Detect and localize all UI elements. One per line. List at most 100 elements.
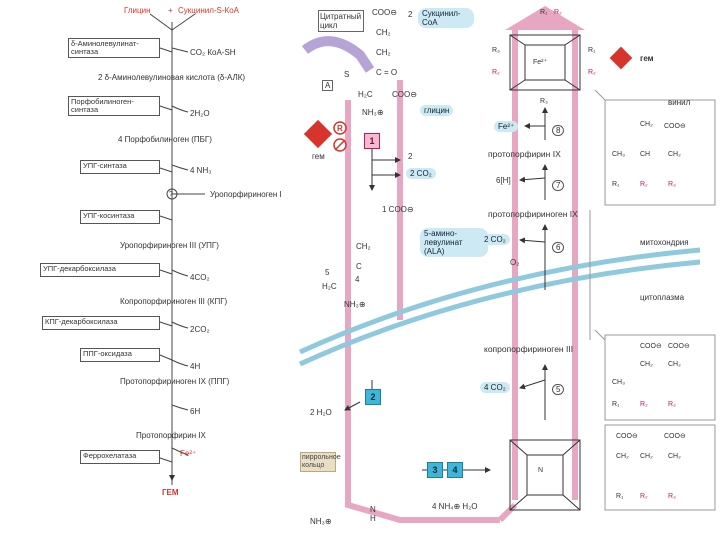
ring-top-r1: R₁ [540,9,548,16]
question-mark: ? [169,191,173,198]
tbl3-coo-b: COO⊖ [664,433,686,440]
two-co2: 2 CO₂ [406,168,436,179]
citrate-cycle-label: Цитратный цикл [318,10,364,32]
right-num-2a: 2 [408,10,413,19]
tbl2-coo-a: COO⊖ [640,343,662,350]
left-plus: + [168,6,173,15]
step-kpg: Копропорфириноген III (КПГ) [120,297,228,306]
tbl2-ch2a: CH₂ [640,361,653,368]
mitochondria-label: митохондрия [640,238,689,247]
heme-big-label: гем [640,54,654,63]
ring-top-r2: R₂ [554,9,562,16]
six-h-label: 6[H] [496,176,511,185]
out-co2-koa: CO₂ КoA-SH [190,48,236,57]
question-circle [166,188,178,200]
enzyme-box-4: 4 [447,462,463,478]
tbl1-ch2: CH₂ [640,121,653,128]
co2-4-bubble: 4 CO₂ [480,382,510,393]
two-a: 2 [408,152,413,161]
one-coo: 1 COO⊖ [382,205,414,214]
tbl2-ch2b: CH₂ [668,361,681,368]
out-4nh3: 4 NH₃ [190,166,212,175]
tbl2-r3: R₃ [668,401,676,408]
tbl1-ch: CH [640,151,651,158]
right-h2o: 2 H₂O [310,408,332,417]
side-tables [594,89,716,511]
tbl3-coo-a: COO⊖ [616,433,638,440]
protoporphyrin-label: протопорфирин IX [488,149,561,159]
label-4: 4 [355,275,360,284]
protoporphyrinogen-label: протопорфириноген IX [488,209,578,219]
tbl1-ch3: CH₃ [612,151,625,158]
enzyme-ferrochelatase: Феррохелатаза [80,450,160,464]
step-7: 7 [552,180,565,191]
tbl2-coo-b: COO⊖ [668,343,690,350]
glycine-label: глицин [420,105,454,116]
ring-top-r3: R₃ [492,47,500,54]
out-4co2: 4CO₂ [190,273,210,282]
enzyme-upg-synthase: УПГ-синтаза [80,160,160,174]
tbl1-r3: R₃ [668,181,676,188]
enzyme-kpg-decarboxylase: КПГ-декарбоксилаза [42,316,160,330]
ring-top-r3b: R₃ [540,98,548,105]
enzyme-box-3: 3 [427,462,443,478]
right-ch2-1: CH₂ [376,28,391,37]
co2-2-bubble: 2 CO₂ [480,234,510,245]
out-2h2o: 2H₂O [190,109,210,118]
right-ch2-3: CH₂ [356,242,371,251]
step-5: 5 [552,384,565,395]
left-glycine: Глицин [124,6,151,15]
o2-label: O₂ [510,258,520,267]
tbl3-ch2a: CH₂ [616,453,629,460]
nh4-h2o: 4 NH₄⊕ H₂O [432,502,478,511]
enzyme-box-2: 2 [365,389,381,405]
fe2-bubble: Fe²⁺ [494,121,519,132]
tbl1-coo: COO⊖ [664,123,686,130]
step-8: 8 [552,125,565,136]
inhibition-symbol [303,46,633,152]
enzyme-upg-cosynthase: УПГ-косинтаза [80,210,160,224]
step-pbg: 4 Порфобилиноген (ПБГ) [118,135,212,144]
final-heme: ГЕМ [162,488,179,497]
tbl2-r2: R₂ [640,401,648,408]
out-2co2: 2CO₂ [190,325,210,334]
out-6h: 6H [190,407,201,416]
right-h2c: H₂C [358,90,373,99]
right-c-eq-o: C = O [376,68,398,77]
enzyme-ppg-oxidase: ППГ-оксидаза [80,348,160,362]
step-6: 6 [552,242,565,253]
right-c: C [356,262,362,271]
tbl2-r1: R₁ [612,401,620,408]
right-nh3-2: NH₃⊕ [344,300,366,309]
out-4h: 4H [190,362,201,371]
right-h: H [370,514,376,523]
tbl3-r3: R₃ [668,493,676,500]
right-coo-2: COO⊖ [392,90,417,99]
left-pathway-lines [149,13,205,485]
citrate-arrow [301,36,375,73]
tbl3-ch2c: CH₂ [668,453,681,460]
enzyme-ala-synthase: δ-Аминолевулинат-синтаза [68,38,160,58]
right-nh3: NH₃⊕ [362,108,384,117]
coproporphyrinogen-label: копропорфириноген III [484,344,574,354]
cytoplasm-label: цитоплазма [640,293,685,302]
tbl2-ch3: CH₃ [612,379,625,386]
right-a: A [322,80,334,91]
pyrrole-ring-label: пиррольное кольцо [300,452,341,472]
tbl3-r2: R₂ [640,493,648,500]
tbl1-r1: R₁ [612,181,620,188]
ring-bottom-n: N [538,467,544,474]
right-nh3-3: NH₃⊕ [310,517,332,526]
enzyme-upg-decarboxylase: УПГ-декарбоксилаза [40,263,160,277]
right-coo-top: COO⊖ [372,8,397,17]
right-ch2-2: CH₂ [376,48,391,57]
step-ala: 2 δ-Аминолевулиновая кислота (δ-АЛК) [98,73,246,82]
tbl3-r1: R₁ [616,493,624,500]
heme-small-label: гем [312,152,325,161]
left-fe: Fe²⁺ [180,449,197,458]
pink-arrowheads [505,6,585,30]
membrane-outer [298,247,701,355]
tbl1-r2: R₂ [640,181,648,188]
membrane-inner [298,259,701,367]
